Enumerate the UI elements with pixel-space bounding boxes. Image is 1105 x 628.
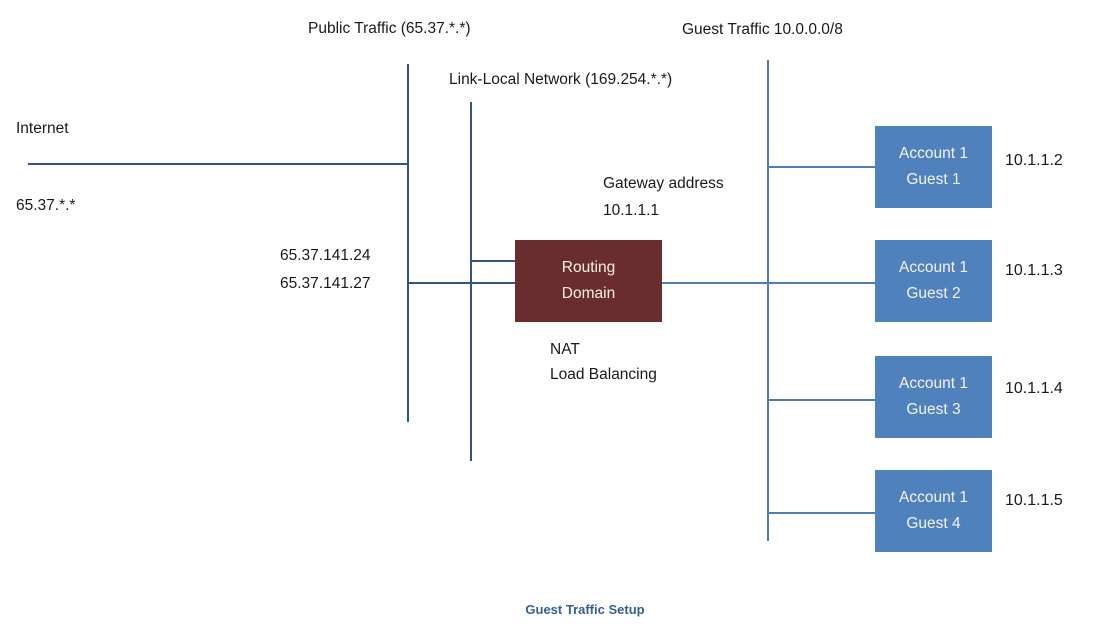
internet-label: Internet — [16, 120, 69, 137]
guest-box-2: Account 1 Guest 2 — [875, 240, 992, 322]
guest-box-3-guest: Guest 3 — [906, 401, 961, 418]
internet-ip-label: 65.37.*.* — [16, 197, 76, 214]
routing-to-guest2-connector — [662, 282, 875, 284]
link-local-label: Link-Local Network (169.254.*.*) — [449, 71, 673, 88]
link-local-network-line — [470, 102, 472, 461]
guest-box-4: Account 1 Guest 4 — [875, 470, 992, 552]
public-ip-1: 65.37.141.24 — [280, 247, 371, 264]
guest-box-3-account: Account 1 — [899, 375, 968, 392]
guest3-connector — [768, 399, 875, 401]
load-balancing-label: Load Balancing — [550, 366, 657, 383]
routing-domain-line1: Routing — [561, 259, 616, 276]
guest-box-4-guest: Guest 4 — [906, 515, 961, 532]
guest-box-3: Account 1 Guest 3 — [875, 356, 992, 438]
routing-domain-line2: Domain — [561, 285, 616, 302]
diagram-caption: Guest Traffic Setup — [525, 602, 645, 617]
gateway-label-line1: Gateway address — [603, 175, 724, 192]
public-ip-list: 65.37.141.24 65.37.141.27 — [280, 242, 371, 298]
guest-box-1-guest: Guest 1 — [906, 171, 961, 188]
public-to-routing-connector — [407, 282, 515, 284]
public-ip-2: 65.37.141.27 — [280, 275, 371, 292]
guest-box-4-account: Account 1 — [899, 489, 968, 506]
guest1-connector — [768, 166, 875, 168]
guest-box-2-guest: Guest 2 — [906, 285, 961, 302]
gateway-label: Gateway address 10.1.1.1 — [603, 170, 724, 224]
services-label: NAT Load Balancing — [550, 337, 657, 387]
guest-box-1-account: Account 1 — [899, 145, 968, 162]
link-local-to-routing-connector — [470, 260, 515, 262]
guest-1-ip: 10.1.1.2 — [1005, 152, 1063, 169]
guest-3-ip: 10.1.1.4 — [1005, 380, 1063, 397]
nat-label: NAT — [550, 341, 580, 358]
public-traffic-label: Public Traffic (65.37.*.*) — [308, 20, 471, 37]
guest-traffic-label: Guest Traffic 10.0.0.0/8 — [682, 21, 843, 38]
gateway-label-line2: 10.1.1.1 — [603, 202, 660, 219]
routing-domain-box: Routing Domain — [515, 240, 662, 322]
guest-4-ip: 10.1.1.5 — [1005, 492, 1063, 509]
guest-network-line — [767, 60, 769, 541]
public-network-line — [407, 64, 409, 422]
guest-box-1: Account 1 Guest 1 — [875, 126, 992, 208]
guest-2-ip: 10.1.1.3 — [1005, 262, 1063, 279]
guest4-connector — [768, 512, 875, 514]
internet-line — [28, 163, 409, 165]
guest-box-2-account: Account 1 — [899, 259, 968, 276]
